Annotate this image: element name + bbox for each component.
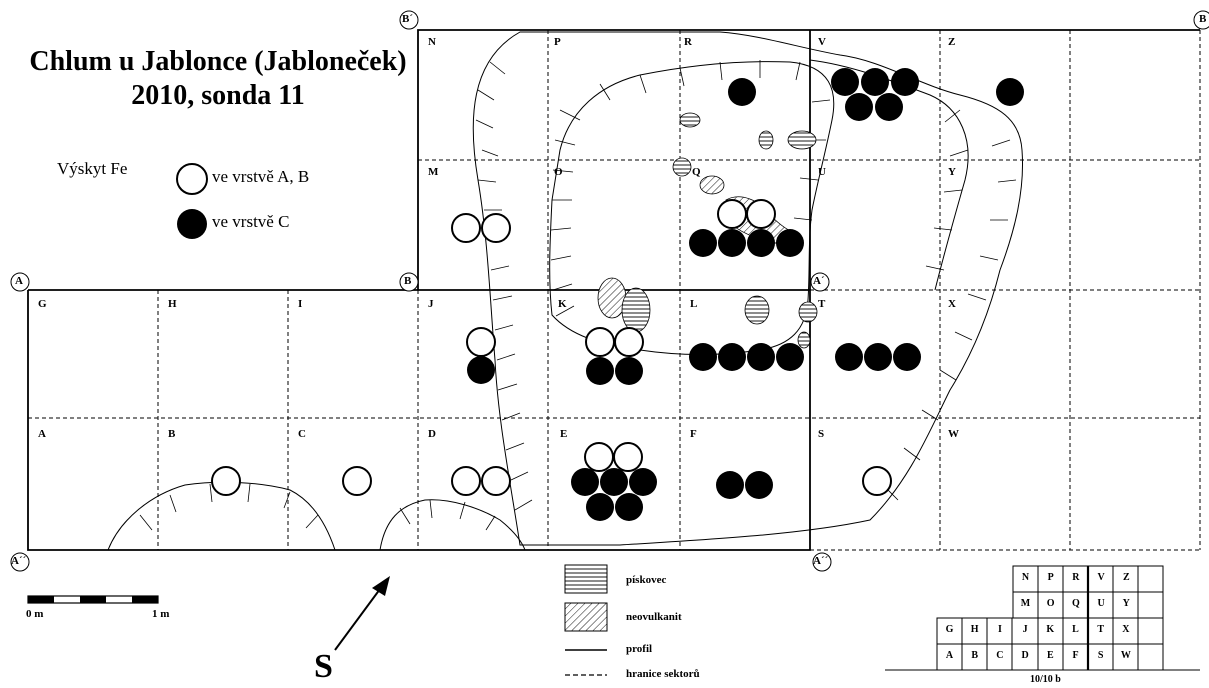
mini-grid-cell: Y: [1122, 598, 1130, 609]
sector-label-k: K: [558, 298, 567, 310]
sector-label-c: C: [298, 428, 306, 440]
sector-label-e: E: [560, 428, 568, 440]
mini-grid-cell: K: [1046, 624, 1055, 635]
mini-grid-cell: A: [945, 650, 954, 661]
mini-grid-cell: C: [996, 650, 1004, 661]
corner-a-double-right: A´´: [813, 555, 829, 567]
sector-label-z: Z: [948, 36, 956, 48]
key-label-piskovec: pískovec: [626, 574, 667, 586]
sector-label-f: F: [690, 428, 697, 440]
mini-grid-cell: Z: [1122, 572, 1130, 583]
mini-grid-cell: B: [971, 650, 979, 661]
mini-grid-cell: P: [1047, 572, 1054, 583]
sector-label-b: B: [168, 428, 176, 440]
scale-start-label: 0 m: [26, 608, 44, 620]
plan-title-line2: 2010, sonda 11: [131, 80, 305, 111]
corner-b: B: [1199, 13, 1207, 25]
scale-bar: [27, 595, 159, 604]
finds-filled: [177, 68, 1024, 521]
legend-filled-label: ve vrstvě C: [212, 212, 290, 231]
corner-b-mid: B: [404, 275, 412, 287]
sector-label-a: A: [38, 428, 46, 440]
sector-label-j: J: [428, 298, 434, 310]
corner-mark-circles: [10, 10, 1209, 572]
mini-grid-cell: T: [1097, 624, 1105, 635]
sector-label-r: R: [684, 36, 692, 48]
corner-a-prime: A´: [813, 275, 825, 287]
sector-label-t: T: [818, 298, 826, 310]
legend-heading: Výskyt Fe: [57, 159, 128, 178]
sector-label-s: S: [818, 428, 825, 440]
key-label-neovulkanit: neovulkanit: [626, 611, 682, 623]
sector-label-g: G: [38, 298, 47, 310]
mini-grid-cell: V: [1097, 572, 1105, 583]
sector-label-d: D: [428, 428, 436, 440]
mini-grid-cell: U: [1097, 598, 1105, 609]
pit-outline: [107, 31, 1023, 551]
mini-grid-cell: M: [1020, 598, 1031, 609]
sector-label-h: H: [168, 298, 177, 310]
corner-b-prime: B´: [402, 13, 413, 25]
plan-title-line1: Chlum u Jablonce (Jabloneček): [29, 46, 407, 77]
sector-label-y: Y: [948, 166, 956, 178]
sector-label-q: Q: [692, 166, 701, 178]
sector-label-x: X: [948, 298, 956, 310]
key-label-hranice: hranice sektorů: [626, 668, 700, 680]
mini-grid-cell: S: [1097, 650, 1104, 661]
mini-grid-cell: W: [1120, 650, 1131, 661]
mini-grid-cell: D: [1021, 650, 1029, 661]
sector-label-o: O: [554, 166, 563, 178]
sector-label-v: V: [818, 36, 826, 48]
sector-label-w: W: [948, 428, 959, 440]
mini-grid-cell: E: [1046, 650, 1054, 661]
sector-label-p: P: [554, 36, 561, 48]
mini-grid-caption: 10/10 b: [1030, 674, 1061, 685]
mini-grid-cell: I: [997, 624, 1002, 635]
north-arrow-icon: [334, 576, 390, 651]
mini-grid: [885, 565, 1200, 671]
mini-grid-cell: N: [1021, 572, 1030, 583]
north-arrow-label: S: [314, 648, 333, 685]
sector-label-u: U: [818, 166, 826, 178]
finds-open: [176, 163, 892, 496]
mini-grid-cell: R: [1072, 572, 1080, 583]
sector-boundaries: [28, 30, 1201, 551]
mini-grid-cell: Q: [1072, 598, 1080, 609]
key-label-profil: profil: [626, 643, 653, 655]
mini-grid-cell: O: [1046, 598, 1055, 609]
mini-grid-cell: X: [1122, 624, 1130, 635]
sector-label-m: M: [428, 166, 439, 178]
mini-grid-cell: F: [1072, 650, 1079, 661]
mini-grid-cell: J: [1022, 624, 1028, 635]
scale-end-label: 1 m: [152, 608, 170, 620]
corner-a: A: [15, 275, 23, 287]
sector-label-l: L: [690, 298, 698, 310]
profile-lines: [27, 29, 1200, 551]
sector-label-n: N: [428, 36, 436, 48]
corner-a-double-left: A´´: [11, 555, 27, 567]
legend-open-label: ve vrstvě A, B: [212, 167, 310, 186]
sector-label-i: I: [298, 298, 303, 310]
key-symbols: [564, 564, 608, 676]
mini-grid-cell: H: [970, 624, 979, 635]
mini-grid-cell: L: [1072, 624, 1079, 635]
mini-grid-cell: G: [945, 624, 954, 635]
